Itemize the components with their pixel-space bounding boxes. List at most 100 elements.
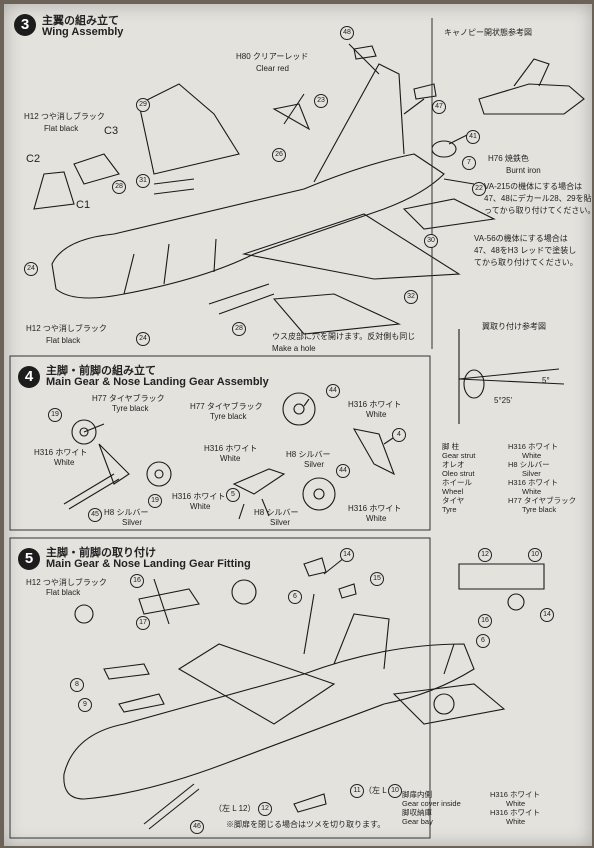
part-number: 24 [24, 262, 38, 276]
paint-h76-jp: H76 焼鉄色 [488, 154, 529, 163]
legend-paint-en: White [522, 451, 542, 460]
part-number: 44 [326, 384, 340, 398]
part-number: 17 [136, 616, 150, 630]
legend-en: Gear bay [402, 817, 433, 826]
paint-h77a-en: Tyre black [112, 404, 149, 413]
paint-h8a-jp: H8 シルバー [104, 508, 149, 517]
legend-jp: オレオ [442, 460, 465, 469]
paint-h316d-jp: H316 ホワイト [172, 492, 226, 501]
va215-note-1: VA-215の機体にする場合は [484, 182, 583, 191]
step5-number: 5 [18, 548, 40, 570]
paint-h316e-jp: H316 ホワイト [348, 504, 402, 513]
step3-title-en: Wing Assembly [42, 26, 124, 38]
paint-h12-en: Flat black [44, 124, 79, 133]
legend-paint-jp: H77 タイヤブラック [508, 496, 577, 505]
paint-h8b-en: Silver [270, 518, 291, 527]
legend-paint-jp: H316 ホワイト [490, 808, 541, 817]
part-number: 45 [88, 508, 102, 522]
legend-paint-jp: H316 ホワイト [508, 478, 559, 487]
step3-title-jp: 主翼の組み立て [42, 15, 119, 27]
legend-paint-jp: H316 ホワイト [508, 442, 559, 451]
part-number: 9 [78, 698, 92, 712]
legend-jp: 脚収納庫 [402, 808, 432, 817]
left-10-label: （左 L 10） [364, 786, 406, 795]
paint-h316a-jp: H316 ホワイト [348, 400, 402, 409]
part-number: 22 [472, 182, 486, 196]
part-number: 12 [258, 802, 272, 816]
part-c3: C3 [104, 125, 119, 137]
paint-h12-jp: H12 つや消しブラック [24, 112, 105, 121]
legend-paint-jp: H8 シルバー [508, 460, 550, 469]
paint-h316e-en: White [366, 514, 387, 523]
paint-h80-jp: H80 クリアーレッド [236, 52, 309, 61]
part-number: 26 [272, 148, 286, 162]
legend-paint-en: Silver [522, 469, 541, 478]
paint-h316d-en: White [190, 502, 211, 511]
part-number: 5 [226, 488, 240, 502]
step5-title-en: Main Gear & Nose Landing Gear Fitting [46, 558, 251, 570]
legend-paint-en: White [522, 487, 542, 496]
part-number: 48 [340, 26, 354, 40]
part-number: 47 [432, 100, 446, 114]
legend-jp: ホイール [442, 478, 472, 487]
paint-h316c-en: White [220, 454, 241, 463]
paint-h12c-en: Flat black [46, 588, 81, 597]
part-number: 19 [48, 408, 62, 422]
part-number: 31 [136, 174, 150, 188]
part-number: 28 [232, 322, 246, 336]
hole-note-en: Make a hole [272, 344, 316, 353]
door-note: ※脚扉を閉じる場合はツメを切り取ります。 [226, 820, 386, 829]
part-number: 10 [388, 784, 402, 798]
part-number: 29 [136, 98, 150, 112]
va215-note-2: 47、48にデカール28、29を貼 [484, 194, 592, 203]
step4-number: 4 [18, 366, 40, 388]
paint-h8a-en: Silver [122, 518, 143, 527]
paint-h8c-jp: H8 シルバー [286, 450, 331, 459]
wing-ref-title: 翼取り付け参考図 [482, 322, 546, 331]
paint-h8b-jp: H8 シルバー [254, 508, 299, 517]
legend-paint-en: White [506, 799, 526, 808]
legend-paint-en: White [506, 817, 526, 826]
part-number: 46 [190, 820, 204, 834]
paint-h77b-en: Tyre black [210, 412, 247, 421]
paint-h76-en: Burnt iron [506, 166, 541, 175]
part-number: 16 [130, 574, 144, 588]
legend-jp: 脚 柱 [442, 442, 460, 451]
legend-en: Wheel [442, 487, 464, 496]
step3-number: 3 [14, 14, 36, 36]
part-number: 30 [424, 234, 438, 248]
part-number: 6 [288, 590, 302, 604]
legend-paint-en: Tyre black [522, 505, 557, 514]
part-number: 7 [462, 156, 476, 170]
paint-h316c-jp: H316 ホワイト [204, 444, 258, 453]
hole-note-jp: ウス皮部に穴を開けます。反対側も同じ [272, 332, 416, 341]
part-c2: C2 [26, 153, 41, 165]
legend-en: Tyre [442, 505, 457, 514]
paint-h77b-jp: H77 タイヤブラック [190, 402, 263, 411]
step5-title-jp: 主脚・前脚の取り付け [46, 547, 156, 559]
part-number: 4 [392, 428, 406, 442]
canopy-ref-title: キャノピー開状態参考図 [444, 28, 532, 37]
part-number: 19 [148, 494, 162, 508]
part-number: 16 [478, 614, 492, 628]
angle-5: 5° [542, 376, 550, 385]
va215-note-3: ってから取り付けてください。 [484, 206, 594, 215]
left-12-label: （左 L 12） [214, 804, 256, 813]
legend-jp: タイヤ [442, 496, 465, 505]
part-c1: C1 [76, 199, 91, 211]
legend-en: Gear cover inside [402, 799, 461, 808]
part-number: 6 [476, 634, 490, 648]
part-number: 15 [370, 572, 384, 586]
paint-h316a-en: White [366, 410, 387, 419]
part-number: 11 [350, 784, 364, 798]
va56-note-3: てから取り付けてください。 [474, 258, 578, 267]
part-number: 12 [478, 548, 492, 562]
line-drawings [9, 18, 585, 839]
legend-en: Gear strut [442, 451, 476, 460]
paint-h8c-en: Silver [304, 460, 325, 469]
step4-title-en: Main Gear & Nose Landing Gear Assembly [46, 376, 269, 388]
part-number: 24 [136, 332, 150, 346]
part-number: 14 [340, 548, 354, 562]
part-number: 8 [70, 678, 84, 692]
